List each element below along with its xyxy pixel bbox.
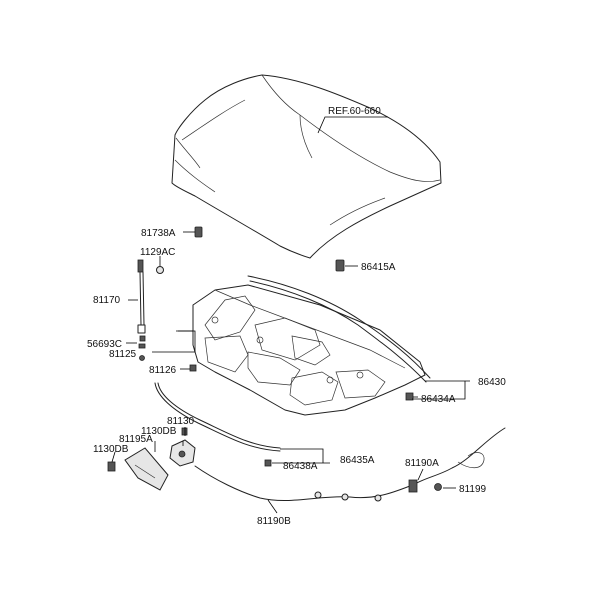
clip-56693C <box>139 355 145 361</box>
label-1129AC: 1129AC <box>140 247 175 258</box>
release-cable-81190A <box>414 427 506 485</box>
label-81195A: 81195A <box>119 434 153 445</box>
part-labels: REF.60-660 81738A 86415A 1129AC 81170 56… <box>87 106 506 527</box>
label-86430: 86430 <box>478 377 506 388</box>
clip-86434A <box>405 392 414 401</box>
hood-stay-rod <box>137 259 164 349</box>
label-81738A: 81738A <box>141 228 176 239</box>
label-81190A: 81190A <box>405 458 439 469</box>
hood-seal-strip <box>247 275 431 383</box>
label-86435A: 86435A <box>340 455 375 466</box>
clip-81199 <box>434 483 442 491</box>
hood-lock-cable-tube <box>157 382 281 449</box>
label-81130: 81130 <box>167 416 195 427</box>
label-56693C: 56693C <box>87 339 122 350</box>
label-86415A: 86415A <box>361 262 396 273</box>
hood-panel <box>171 74 442 259</box>
release-handle <box>107 447 169 491</box>
hood-latch <box>169 427 196 467</box>
label-1130DB-top: 1130DB <box>141 426 177 437</box>
label-81199: 81199 <box>459 484 487 495</box>
label-81190B: 81190B <box>257 516 291 527</box>
label-86434A: 86434A <box>421 394 456 405</box>
release-cable-81190B <box>194 465 416 501</box>
label-ref: REF.60-660 <box>328 106 381 117</box>
label-81126: 81126 <box>149 365 177 376</box>
clip-81126 <box>189 364 197 372</box>
bumper-86415A <box>335 259 345 272</box>
hood-insulator-pad <box>192 284 426 416</box>
bumper-81738A <box>194 226 203 238</box>
leader-lines <box>111 116 470 514</box>
label-81170: 81170 <box>93 295 121 306</box>
label-1130DB-left: 1130DB <box>93 444 129 455</box>
label-81125: 81125 <box>109 349 137 360</box>
clip-86438A <box>264 459 272 467</box>
label-86438A: 86438A <box>283 461 318 472</box>
